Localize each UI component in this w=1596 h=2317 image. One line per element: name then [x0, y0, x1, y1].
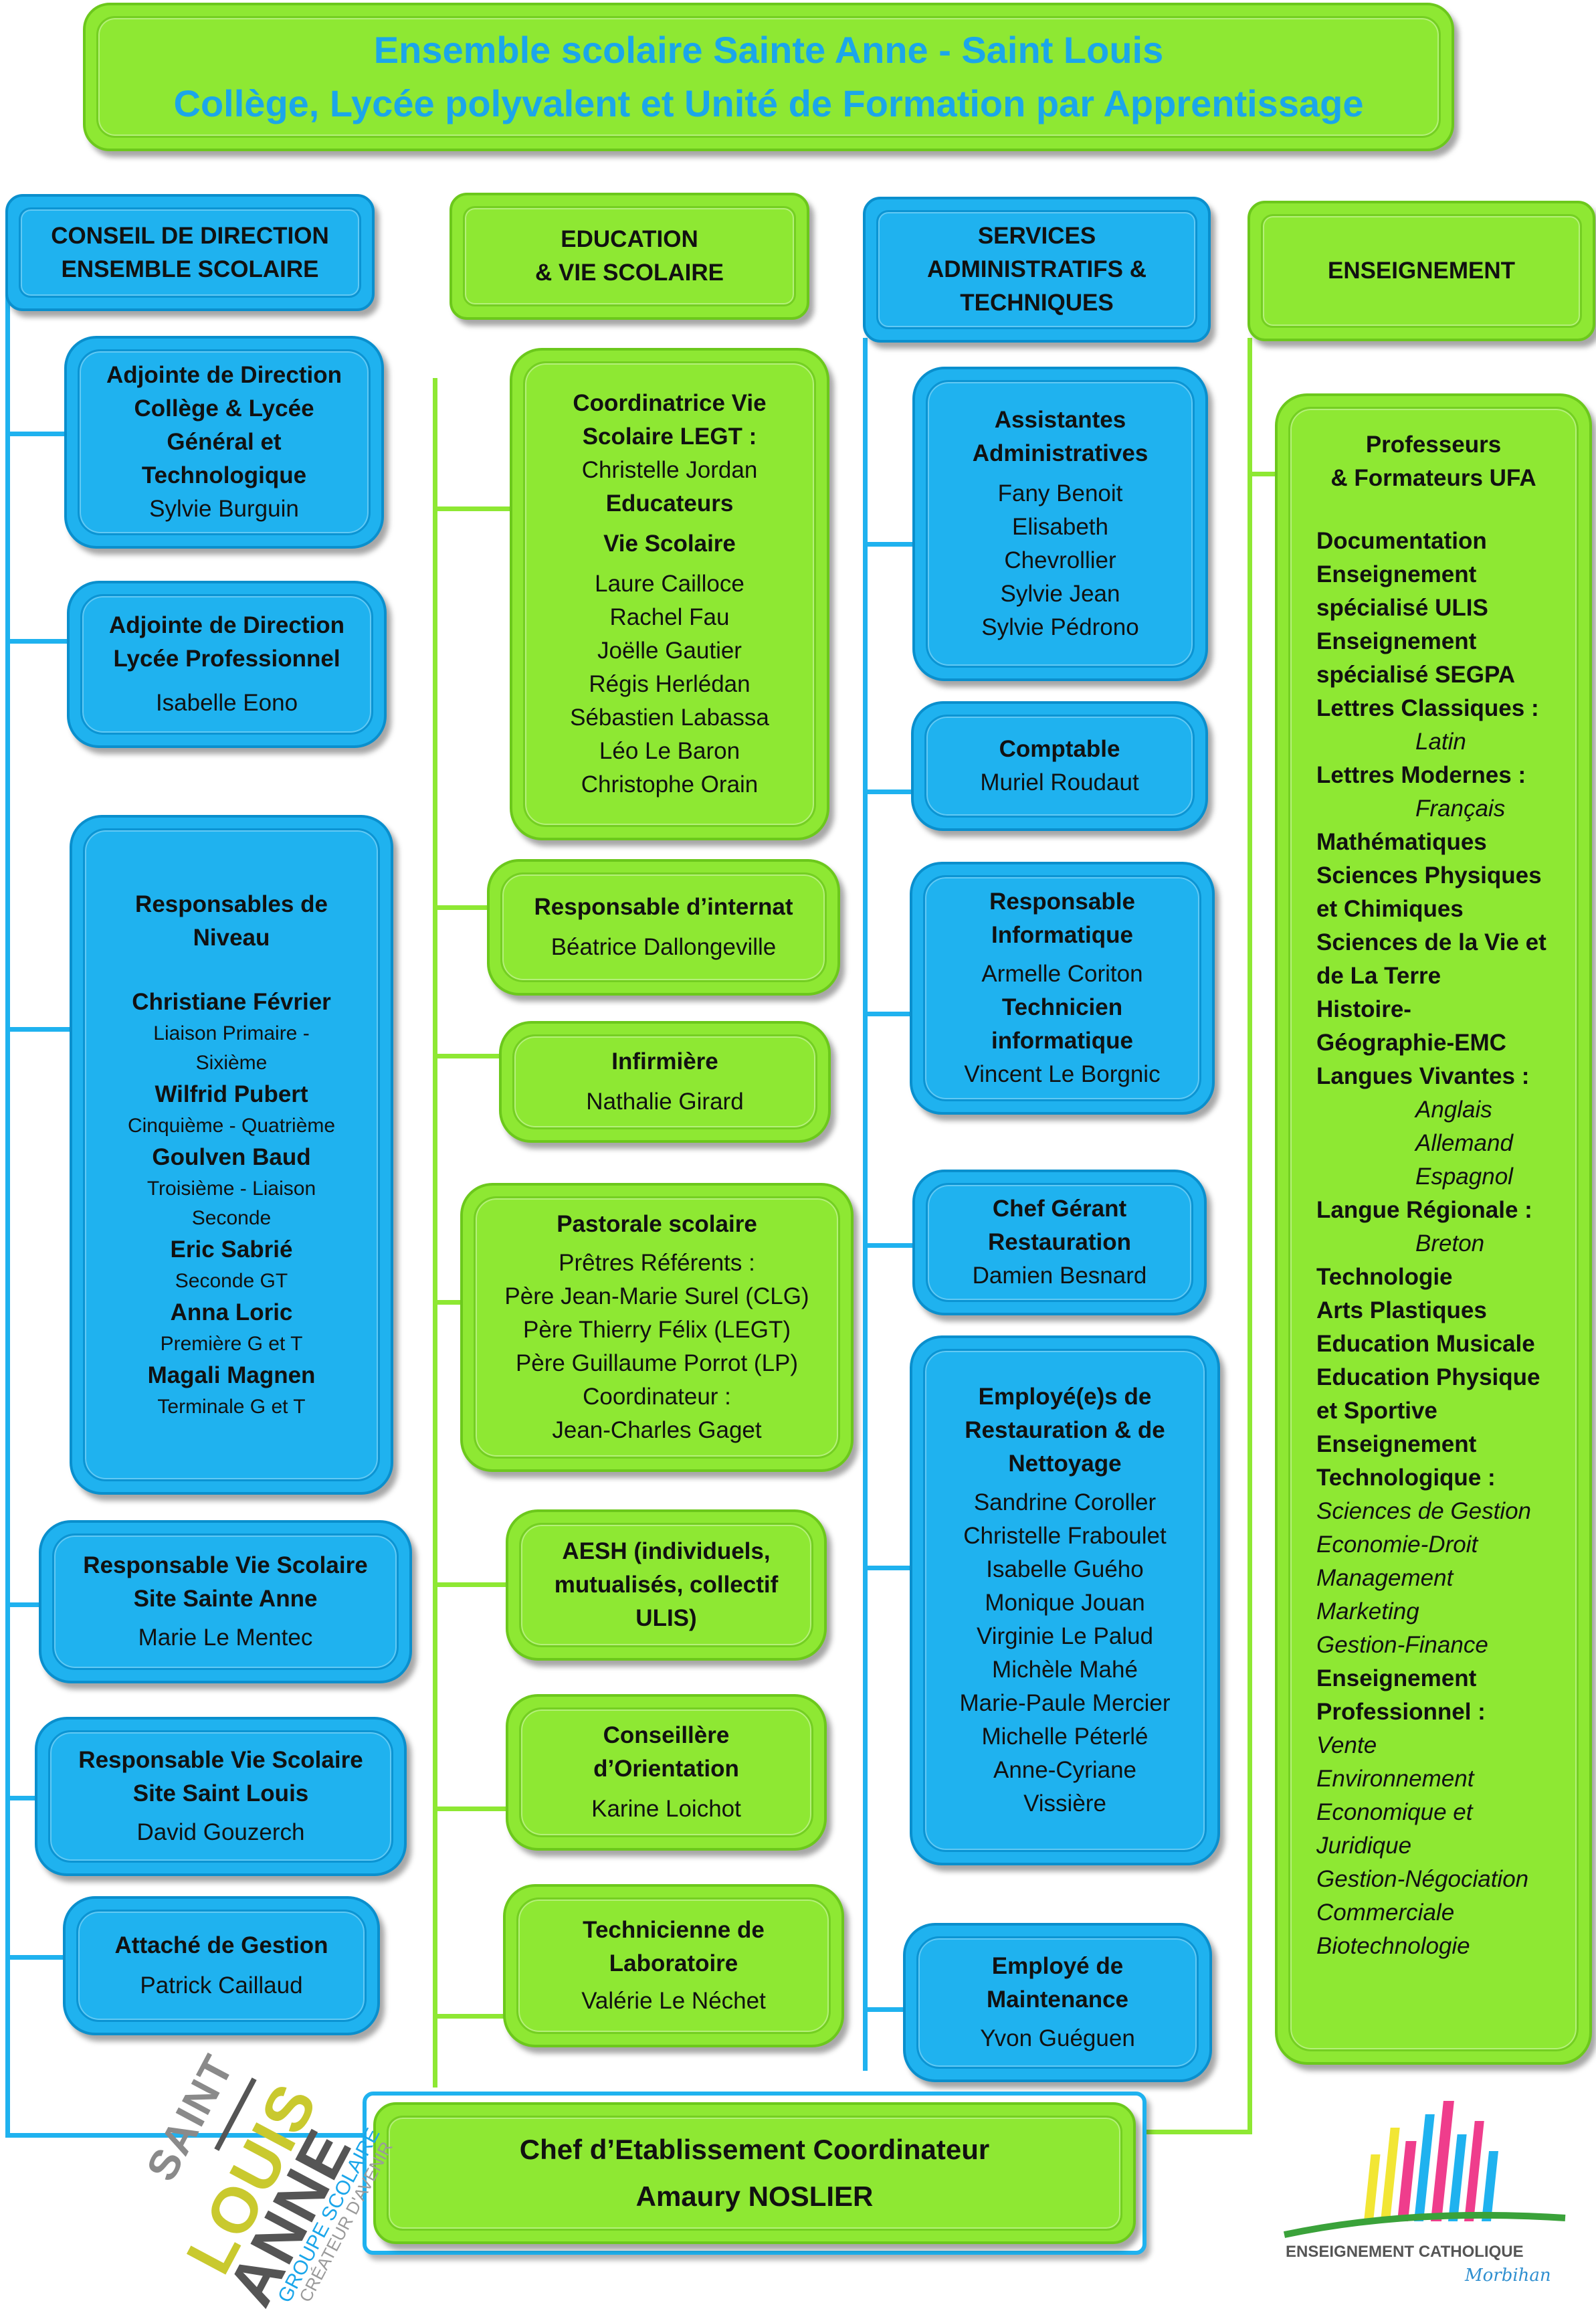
title-banner: Ensemble scolaire Sainte Anne - Saint Lo… — [83, 3, 1454, 151]
education-link — [433, 506, 512, 511]
title-line-1: Ensemble scolaire Sainte Anne - Saint Lo… — [373, 29, 1164, 71]
box-infirmiere: Infirmière Nathalie Girard — [499, 1021, 831, 1143]
box-responsable-internat: Responsable d’internat Béatrice Dallonge… — [487, 859, 840, 996]
services-trunk — [863, 338, 868, 2071]
services-link — [863, 1566, 914, 1570]
education-link — [433, 1300, 462, 1305]
box-responsables-niveau: Responsables de Niveau Christiane Févrie… — [70, 815, 393, 1495]
box-aesh: AESH (individuels, mutualisés, collectif… — [506, 1509, 827, 1661]
direction-trunk — [5, 294, 10, 2134]
box-comptable: Comptable Muriel Roudaut — [911, 701, 1208, 831]
box-conseillere-orientation: Conseillère d’Orientation Karine Loichot — [506, 1694, 827, 1851]
logo-morbihan: Morbihan — [1465, 2265, 1551, 2286]
enseignement-catholique-logo: ENSEIGNEMENT CATHOLIQUE Morbihan — [1278, 2088, 1572, 2299]
direction-link — [5, 639, 70, 644]
enseignement-link — [1248, 472, 1278, 476]
header-direction: CONSEIL DE DIRECTION ENSEMBLE SCOLAIRE — [5, 194, 375, 311]
box-pastorale-scolaire: Pastorale scolaire Prêtres Référents : P… — [460, 1183, 854, 1472]
box-adjointe-college-lycee: Adjointe de Direction Collège & Lycée Gé… — [64, 336, 384, 549]
education-link — [433, 905, 488, 910]
box-vie-scolaire-sainte-anne: Responsable Vie Scolaire Site Sainte Ann… — [39, 1520, 412, 1683]
logo-enseignement-catholique: ENSEIGNEMENT CATHOLIQUE — [1286, 2243, 1524, 2261]
direction-link — [5, 1602, 43, 1607]
education-link — [433, 2014, 504, 2019]
services-link — [863, 1243, 914, 1248]
direction-to-chef — [5, 2133, 370, 2138]
box-employe-maintenance: Employé de Maintenance Yvon Guéguen — [903, 1923, 1212, 2082]
direction-link — [5, 1796, 39, 1800]
box-adjointe-lycee-pro: Adjointe de Direction Lycée Professionne… — [67, 581, 387, 748]
enseignement-trunk — [1248, 338, 1252, 2131]
education-trunk — [433, 378, 437, 2088]
services-link — [863, 542, 914, 547]
box-chef-gerant-restauration: Chef Gérant Restauration Damien Besnard — [912, 1170, 1207, 1315]
education-link — [433, 1806, 506, 1811]
direction-link — [5, 432, 70, 436]
saint-louis-anne-logo: SAINT LOUIS ANNE GROUPE SCOLAIRE CRÉATEU… — [54, 2047, 397, 2317]
header-education: EDUCATION & VIE SCOLAIRE — [450, 193, 809, 320]
services-link — [863, 2007, 904, 2012]
box-vie-scolaire-saint-louis: Responsable Vie Scolaire Site Saint Loui… — [35, 1717, 407, 1876]
colored-bars-icon — [1283, 2101, 1566, 2238]
box-responsable-informatique: Responsable Informatique Armelle Coriton… — [910, 862, 1215, 1115]
header-services: SERVICES ADMINISTRATIFS & TECHNIQUES — [863, 197, 1211, 343]
services-link — [863, 790, 914, 794]
box-technicienne-laboratoire: Technicienne de Laboratoire Valérie Le N… — [503, 1884, 844, 2047]
title-line-2: Collège, Lycée polyvalent et Unité de Fo… — [173, 82, 1364, 124]
services-link — [863, 1012, 914, 1016]
box-coordinatrice-vie-scolaire: Coordinatrice Vie Scolaire LEGT : Christ… — [510, 348, 829, 840]
box-attache-gestion: Attaché de Gestion Patrick Caillaud — [63, 1896, 380, 2035]
direction-link — [5, 1027, 72, 1032]
box-employes-restauration: Employé(e)s de Restauration & de Nettoya… — [910, 1335, 1220, 1865]
education-link — [433, 1582, 506, 1587]
education-link — [433, 1054, 501, 1058]
box-professeurs-formateurs: Professeurs & Formateurs UFA Documentati… — [1275, 393, 1592, 2065]
box-assistantes-administratives: Assistantes Administratives Fany Benoit … — [912, 367, 1208, 681]
direction-link — [5, 1955, 66, 1960]
professeurs-header: Professeurs & Formateurs UFA — [1330, 432, 1536, 491]
enseignement-to-chef — [1140, 2130, 1252, 2134]
box-chef-etablissement: Chef d’Etablissement Coordinateur Amaury… — [373, 2102, 1136, 2244]
header-enseignement: ENSEIGNEMENT — [1248, 201, 1595, 341]
